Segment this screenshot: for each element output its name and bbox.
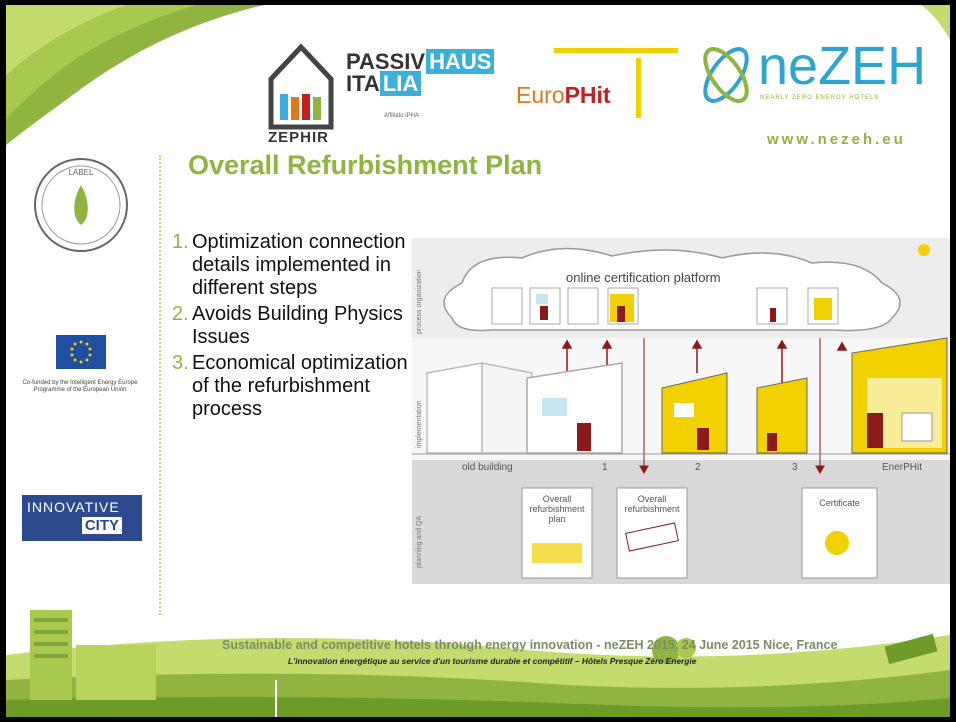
innovative-text: INNOVATIVE <box>27 499 120 515</box>
europhit-logo: EuroPHit <box>516 82 611 109</box>
italia-suffix: LIA <box>379 71 422 96</box>
europhit-prefix: Euro <box>516 82 565 108</box>
haus-label: HAUS <box>426 49 495 74</box>
bullet-number: 3. <box>172 352 189 374</box>
nezeh-leaf-icon <box>703 47 749 103</box>
stage-label: 2 <box>695 462 701 473</box>
cloud-title: online certification platform <box>566 270 721 285</box>
nezeh-logo-text: neZEH <box>758 36 927 96</box>
list-item: 3.Economical optimization of the refurbi… <box>154 352 414 421</box>
passiv-label: PASSIV <box>346 49 426 74</box>
zephir-text: ZEPHIR <box>268 129 330 146</box>
doc-label: Overall refurbishment plan <box>529 494 585 524</box>
zephir-house-icon <box>268 43 334 130</box>
website-link[interactable]: www.nezeh.eu <box>767 131 906 148</box>
bullet-text: Economical optimization of the refurbish… <box>192 352 408 420</box>
footer-landscape <box>6 610 950 717</box>
eu-funding-caption: Co-funded by the Intelligent Energy Euro… <box>22 380 138 393</box>
nezeh-subtitle: NEARLY ZERO ENERGY HOTELS <box>760 95 880 101</box>
list-item: 2.Avoids Building Physics Issues <box>154 303 414 349</box>
label-badge-icon: LABEL <box>34 158 128 252</box>
bullet-text: Optimization connection details implemen… <box>192 231 406 299</box>
sidebar-divider <box>159 155 161 615</box>
city-text: CITY <box>81 517 122 534</box>
corner-accent <box>921 5 950 40</box>
diagram-graphics <box>412 244 950 579</box>
stage-label: 1 <box>602 462 608 473</box>
bullet-number: 2. <box>172 303 189 325</box>
europhit-suffix: PHit <box>564 82 611 108</box>
doc-label: Overall refurbishment <box>624 494 680 514</box>
green-swoosh-decoration <box>6 5 264 145</box>
stage-label: EnerPHit <box>882 462 923 473</box>
italia-prefix: ITA <box>346 71 380 96</box>
list-item: 1.Optimization connection details implem… <box>154 231 414 300</box>
refurbishment-diagram: process organization implementation plan… <box>412 238 950 584</box>
stage-label: 3 <box>792 462 798 473</box>
eu-flag-icon <box>56 335 106 369</box>
svg-text:LABEL: LABEL <box>69 168 94 177</box>
bullet-number: 1. <box>172 231 189 253</box>
footer-line-2: L'innovation énergétique au service d'un… <box>288 656 697 666</box>
stage-label: old building <box>462 462 513 473</box>
innovative-city-logo: INNOVATIVE CITY <box>22 495 142 541</box>
slide-title: Overall Refurbishment Plan <box>188 150 543 180</box>
bullet-list: 1.Optimization connection details implem… <box>154 231 414 424</box>
bullet-text: Avoids Building Physics Issues <box>192 303 403 348</box>
doc-label: Certificate <box>819 498 860 508</box>
footer-line-1: Sustainable and competitive hotels throu… <box>222 638 838 652</box>
affiliate-text: Affiliato iPHA <box>384 113 419 119</box>
europhit-bars-decoration <box>554 48 678 118</box>
